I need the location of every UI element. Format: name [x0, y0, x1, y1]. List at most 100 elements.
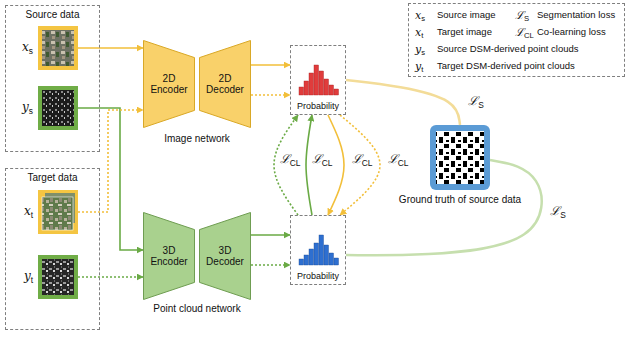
- flow-arrow: [251, 264, 290, 266]
- loss-label: ℒCL: [279, 153, 302, 166]
- encoder-trapezoid: 3D Encoder: [143, 212, 195, 300]
- target-point-cloud: yt: [38, 255, 78, 299]
- bar: [324, 245, 329, 265]
- aerial-photo: [42, 197, 73, 230]
- bar: [329, 85, 334, 95]
- math-subscript: CL: [290, 158, 301, 168]
- trapezoid-shape: [200, 213, 251, 300]
- dsm-picture: [42, 259, 74, 295]
- legend-entry: ysSource DSM-derived point clouds: [415, 43, 579, 57]
- legend-symbol: ys: [415, 43, 437, 57]
- math-symbol: x: [415, 26, 421, 39]
- flow-arrow: [78, 110, 143, 212]
- loss-connector: [340, 115, 380, 215]
- source-pointcloud-picture: [38, 86, 78, 130]
- image-frame: [38, 255, 78, 299]
- math-symbol: y: [415, 43, 421, 56]
- image-frame: [38, 26, 78, 70]
- probability-box: Probability: [290, 45, 346, 115]
- bar: [314, 243, 319, 265]
- legend-text: Co-learning loss: [537, 27, 606, 38]
- box-heading: Probability: [297, 101, 339, 111]
- legend-entry: xsSource image: [415, 9, 496, 23]
- flow-arrow: [78, 276, 143, 278]
- target-image: xt: [38, 190, 78, 234]
- box-heading: Source data: [26, 9, 80, 21]
- encoder-trapezoid: 2D Encoder: [143, 40, 195, 128]
- legend-symbol: xs: [415, 9, 437, 23]
- loss-label: ℒCL: [351, 153, 374, 166]
- math-subscript: t: [31, 210, 33, 220]
- target-image-picture: [38, 190, 78, 234]
- math-symbol: x: [24, 204, 31, 218]
- math-subscript: S: [478, 100, 484, 110]
- network-block-label: 2D Decoder: [203, 73, 247, 96]
- bar: [334, 89, 339, 95]
- network-block-label: 3D Decoder: [203, 245, 247, 268]
- network-block-label: 3D Encoder: [147, 245, 191, 268]
- network-block-label: 2D Encoder: [147, 73, 191, 96]
- legend-text: Source image: [437, 10, 496, 21]
- flow-arrow: [78, 47, 143, 49]
- bar: [319, 71, 324, 95]
- image-frame: [38, 190, 78, 234]
- symbol-label: ys: [22, 101, 33, 115]
- bar: [329, 253, 334, 265]
- flow-arrow: [251, 64, 290, 66]
- image-frame: [430, 125, 490, 190]
- loss-label: ℒS: [549, 205, 567, 218]
- symbol-label: xs: [22, 41, 33, 55]
- legend-entry: ℒCLCo-learning loss: [515, 26, 606, 40]
- legend-symbol: ℒCL: [515, 26, 537, 40]
- loss-label: ℒCL: [311, 153, 334, 166]
- dsm-picture: [42, 90, 74, 126]
- math-subscript: t: [421, 65, 423, 74]
- symbol-label: yt: [24, 270, 33, 284]
- source-image: xs: [38, 26, 78, 70]
- math-symbol: y: [22, 100, 29, 114]
- bar: [319, 235, 324, 265]
- legend-entry: ℒSSegmentation loss: [515, 9, 615, 23]
- decoder-trapezoid: 2D Decoder: [199, 40, 251, 128]
- loss-label: ℒS: [467, 95, 485, 108]
- trapezoid-shape: [200, 41, 251, 128]
- bar: [309, 249, 314, 265]
- network-label: Image network: [164, 133, 230, 144]
- bar: [299, 87, 304, 95]
- ground-truth-picture: [430, 125, 490, 190]
- legend-entry: ytTarget DSM-derived point clouds: [415, 60, 575, 74]
- legend-box: xsSource imageℒSSegmentation lossxtTarge…: [408, 3, 625, 77]
- math-subscript: CL: [524, 31, 534, 40]
- bar: [304, 255, 309, 265]
- legend-text: Source DSM-derived point clouds: [437, 44, 579, 55]
- loss-connector: [346, 160, 542, 255]
- trapezoid-shape: [144, 41, 195, 128]
- legend-text: Segmentation loss: [537, 10, 615, 21]
- math-subscript: CL: [398, 158, 409, 168]
- math-subscript: S: [524, 14, 529, 23]
- blue-histogram: [299, 235, 339, 265]
- loss-label: ℒCL: [387, 153, 410, 166]
- aerial-photo: [42, 30, 74, 66]
- trapezoid-shape: [144, 213, 195, 300]
- source-data-box: Source data xs ys: [5, 5, 100, 152]
- math-symbol: ℒ: [388, 152, 398, 166]
- flow-arrow: [78, 108, 143, 250]
- bar: [334, 258, 339, 265]
- math-symbol: ℒ: [515, 9, 524, 22]
- label-map: [436, 131, 484, 184]
- math-subscript: CL: [362, 158, 373, 168]
- flow-arrow: [251, 234, 290, 236]
- math-subscript: s: [421, 14, 425, 23]
- bar: [324, 79, 329, 95]
- legend-symbol: ℒS: [515, 9, 537, 23]
- bar: [314, 65, 319, 95]
- red-histogram: [299, 65, 339, 95]
- box-heading: Target data: [27, 172, 77, 184]
- legend-symbol: yt: [415, 60, 437, 74]
- math-symbol: ℒ: [352, 152, 362, 166]
- math-symbol: y: [415, 60, 421, 73]
- network-label: Point cloud network: [153, 303, 240, 314]
- legend-entry: xtTarget image: [415, 26, 492, 40]
- image-frame: [38, 86, 78, 130]
